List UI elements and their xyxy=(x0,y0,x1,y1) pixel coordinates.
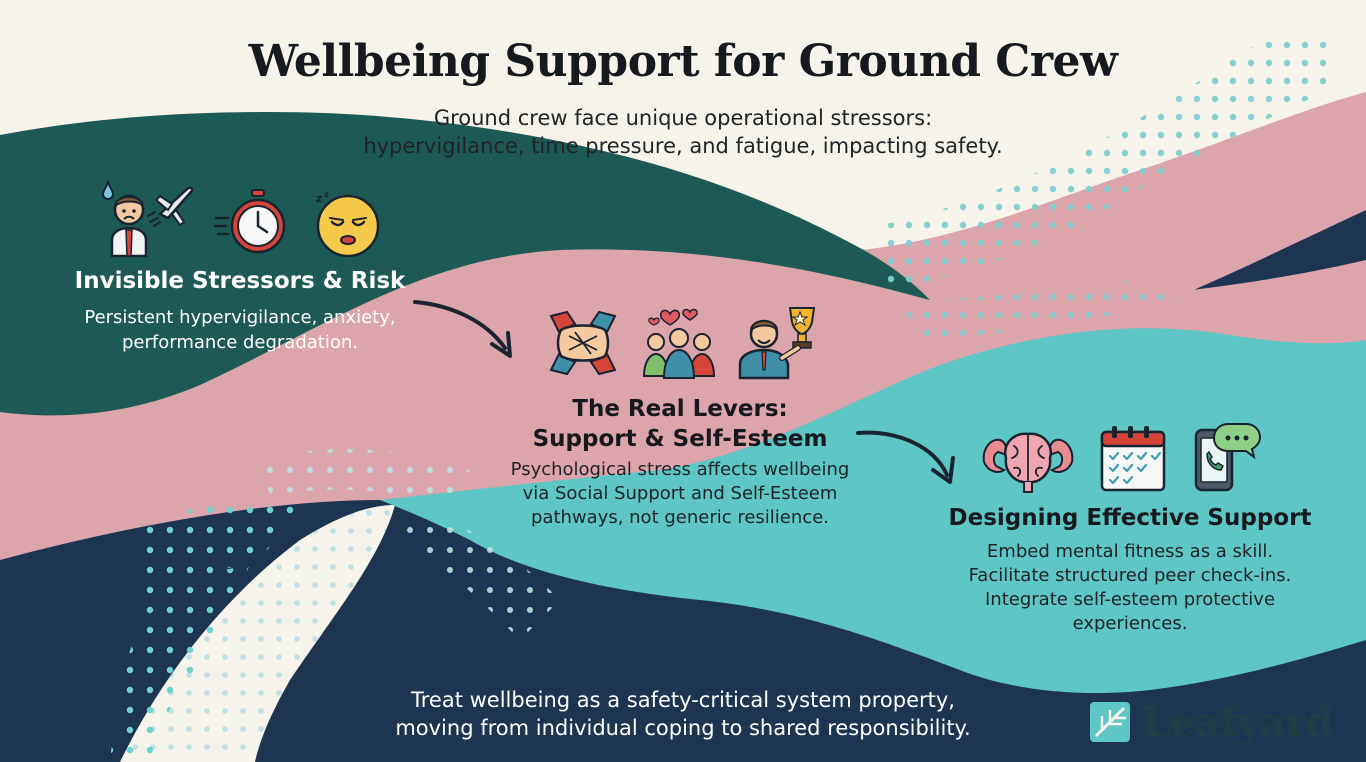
section-2-title-line-2: Support & Self-Esteem xyxy=(532,426,828,452)
arrow-1 xyxy=(413,300,507,350)
hands-together-icon xyxy=(549,310,617,376)
section-1-title: Invisible Stressors & Risk xyxy=(74,268,406,294)
phone-chat-icon xyxy=(1194,423,1262,492)
airplane-icon xyxy=(147,186,194,227)
subtitle-line-1: Ground crew face unique operational stre… xyxy=(433,106,933,130)
section-1-body-line-1: Persistent hypervigilance, anxiety, xyxy=(84,307,396,328)
stressed-worker-icon xyxy=(101,180,148,258)
navy-dots-bottom xyxy=(110,565,250,762)
brand-name: Leafyard xyxy=(1142,698,1333,746)
group-hearts-icon xyxy=(642,308,716,379)
arrow-1-head xyxy=(490,331,512,358)
stopwatch-icon xyxy=(214,189,286,254)
section-3-body-line-2: Facilitate structured peer check-ins. xyxy=(968,565,1292,586)
section-2-body: Psychological stress affects wellbeing v… xyxy=(480,458,880,530)
section-2-body-line-3: pathways, not generic resilience. xyxy=(531,507,829,528)
cream-swoosh-dots xyxy=(120,505,395,762)
section-3-title: Designing Effective Support xyxy=(948,505,1312,531)
calendar-checks-icon xyxy=(1100,426,1166,492)
dots-right-mid xyxy=(900,280,1180,340)
trophy-person-icon xyxy=(738,307,816,380)
brand-logo: Leafyard xyxy=(1088,692,1333,752)
section-2-body-line-1: Psychological stress affects wellbeing xyxy=(510,459,850,480)
leaf-logo-icon xyxy=(1090,702,1130,742)
section-3-body: Embed mental fitness as a skill. Facilit… xyxy=(935,540,1325,636)
section-1-body: Persistent hypervigilance, anxiety, perf… xyxy=(60,305,420,355)
dots-band-center xyxy=(400,510,560,640)
section-2-title: The Real Levers: Support & Self-Esteem xyxy=(500,394,860,454)
dots-upper-right xyxy=(880,30,1330,290)
green-wave-left xyxy=(0,112,930,416)
teal-wave xyxy=(380,328,1366,694)
footer-line-1: Treat wellbeing as a safety-critical sys… xyxy=(411,688,955,712)
subtitle: Ground crew face unique operational stre… xyxy=(300,104,1066,160)
dots-band-left xyxy=(260,449,470,505)
page-title: Wellbeing Support for Ground Crew xyxy=(248,36,1118,87)
pink-wave-top xyxy=(860,92,1366,333)
section-3-body-line-1: Embed mental fitness as a skill. xyxy=(986,541,1274,562)
svg-text:z: z xyxy=(316,192,322,205)
strong-brain-icon xyxy=(982,432,1074,493)
section-3-body-line-4: experiences. xyxy=(1072,613,1188,634)
section-2-title-line-1: The Real Levers: xyxy=(572,396,788,422)
section-3-body-line-3: Integrate self-esteem protective xyxy=(984,589,1276,610)
subtitle-line-2: hypervigilance, time pressure, and fatig… xyxy=(363,134,1003,158)
footer-statement: Treat wellbeing as a safety-critical sys… xyxy=(300,686,1066,742)
footer-line-2: moving from individual coping to shared … xyxy=(395,716,971,740)
arrow-2-head xyxy=(931,456,955,484)
tired-face-icon: z z xyxy=(316,190,380,258)
section-1-body-line-2: performance degradation. xyxy=(121,332,358,353)
navy-dots-top xyxy=(140,503,300,620)
section-2-body-line-2: via Social Support and Self-Esteem xyxy=(522,483,838,504)
arrow-2 xyxy=(856,430,949,477)
svg-text:z: z xyxy=(324,190,329,199)
